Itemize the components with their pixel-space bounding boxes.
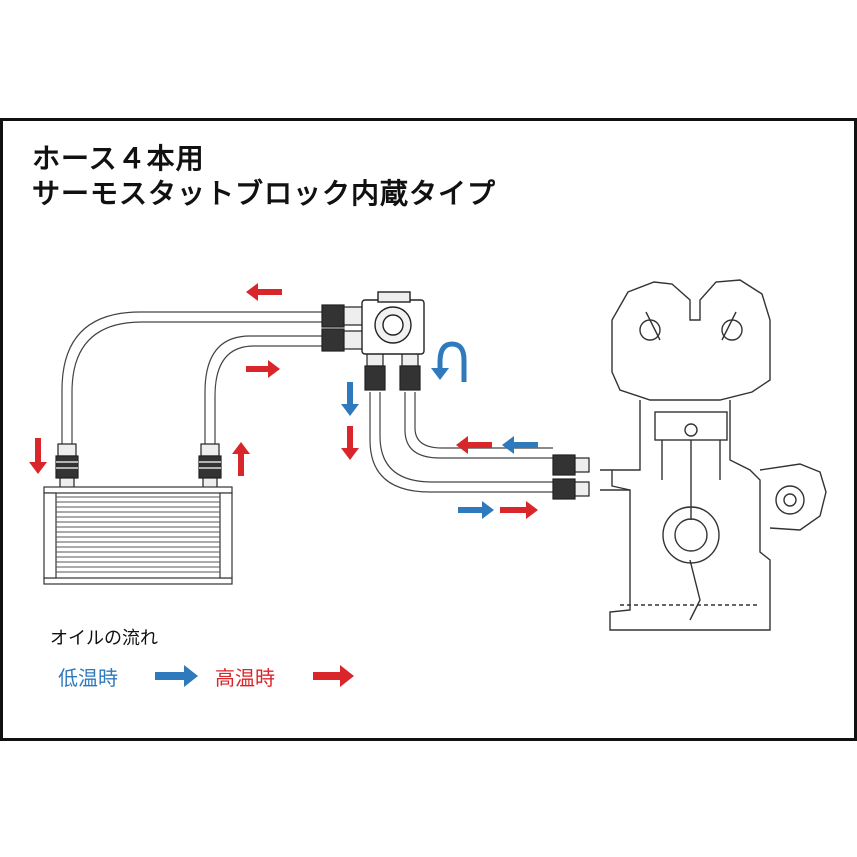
fitting-cooler-right [198, 443, 222, 489]
engine-cross-section [600, 279, 827, 631]
red-arrow-icon [456, 436, 492, 454]
red-arrow-icon [500, 501, 538, 519]
fitting-block-bottom-left [364, 351, 386, 391]
hose-cooler-outer [61, 311, 330, 448]
blue-arrow-icon [341, 382, 359, 416]
blue-arrow-icon [502, 436, 538, 454]
blue-arrow-icon [458, 501, 494, 519]
fitting-engine-upper [552, 454, 590, 476]
hose-block-lower-engine [369, 392, 553, 493]
red-arrow-icon [232, 442, 250, 476]
oil-cooler-core [56, 496, 220, 573]
fitting-engine-lower [552, 478, 590, 500]
fitting-block-bottom-right [399, 351, 421, 391]
title-line-2: サーモスタットブロック内蔵タイプ [32, 177, 497, 210]
legend-blue-arrow-icon [155, 665, 198, 687]
red-arrow-icon [29, 438, 47, 474]
blue-return-arrowhead [431, 368, 449, 380]
title-line-1: ホース４本用 [32, 142, 205, 175]
red-arrow-icon [246, 283, 282, 301]
legend-high-temp-label: 高温時 [215, 666, 275, 690]
legend-red-arrow-icon [313, 665, 354, 687]
diagram-frame [0, 118, 857, 741]
fitting-cooler-left [55, 443, 79, 489]
fitting-block-top-lower [321, 328, 365, 352]
hose-cooler-inner [204, 335, 330, 448]
thermostat-block [361, 291, 425, 355]
fitting-block-top-upper [321, 304, 365, 328]
legend-low-temp-label: 低温時 [58, 666, 118, 690]
red-arrow-icon [246, 360, 280, 378]
blue-return-arrow-icon [437, 341, 467, 382]
red-arrow-icon [341, 426, 359, 460]
oil-cooler [43, 486, 233, 585]
hose-block-upper-engine [404, 392, 553, 459]
legend-heading: オイルの流れ [50, 628, 158, 649]
